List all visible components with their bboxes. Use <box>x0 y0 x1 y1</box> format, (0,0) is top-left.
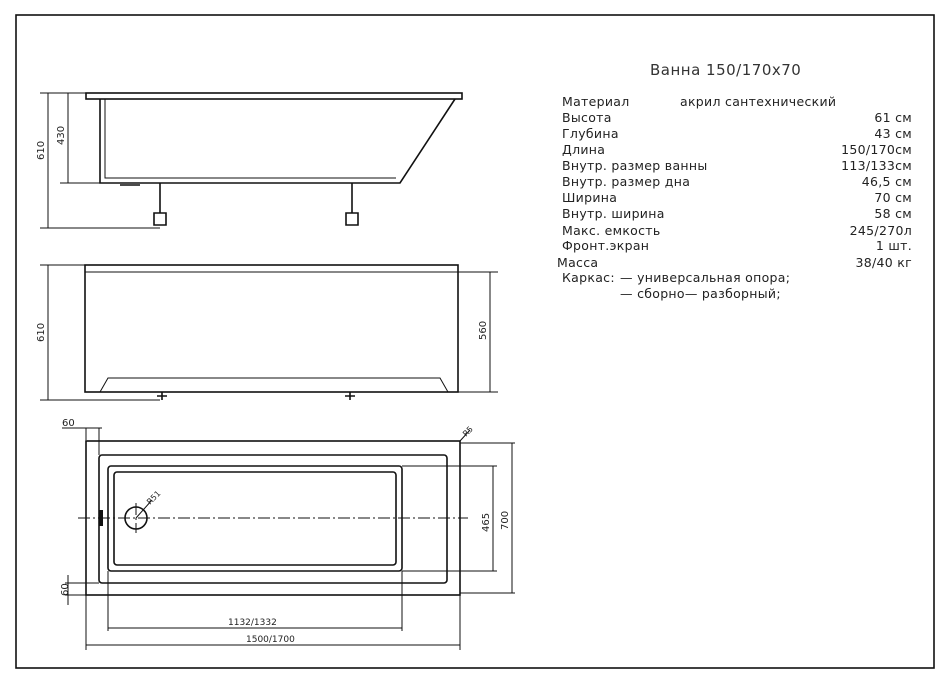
spec-row: Масса 38/40 кг <box>557 255 912 271</box>
spec-label: Ширина <box>562 190 618 205</box>
spec-label: Фронт.экран <box>562 238 650 253</box>
spec-label: Внутр. размер ванны <box>562 158 708 173</box>
spec-row: Длина 150/170см <box>562 142 912 158</box>
dim-front-560: 560 <box>478 321 489 340</box>
frame-row: — сборно— разборный; <box>562 286 912 302</box>
spec-value: 1 шт. <box>875 238 912 253</box>
dim-side-610: 610 <box>36 141 47 160</box>
dim-inner-width: 465 <box>481 513 492 532</box>
frame-row: Каркас: — универсальная опора; <box>562 270 912 286</box>
side-view: 610 430 <box>36 92 463 229</box>
dim-inner-length: 1132/1332 <box>228 618 277 628</box>
spec-label: Длина <box>562 142 606 157</box>
spec-row: Глубина 43 см <box>562 126 912 142</box>
dim-width: 700 <box>500 511 511 530</box>
leg-icon <box>153 183 359 226</box>
frame-label: Каркас: <box>562 270 615 285</box>
spec-value: 58 см <box>874 206 912 221</box>
frame-item: — универсальная опора; <box>620 270 791 285</box>
dim-front-610: 610 <box>36 323 47 342</box>
spec-label: Высота <box>562 110 612 125</box>
dim-rim-top: 60 <box>62 418 75 429</box>
spec-row: Фронт.экран 1 шт. <box>562 238 912 254</box>
spec-row: Макс. емкость 245/270л <box>562 223 912 239</box>
drawing-title: Ванна 150/170x70 <box>650 61 802 79</box>
leg-icon <box>157 392 355 400</box>
spec-row: Внутр. ширина 58 см <box>562 206 912 222</box>
spec-label: Внутр. ширина <box>562 206 665 221</box>
spec-row: Материал акрил сантехнический <box>562 94 912 110</box>
spec-value: 38/40 кг <box>855 255 912 270</box>
dim-length: 1500/1700 <box>246 635 295 645</box>
spec-row: Внутр. размер ванны 113/133см <box>562 158 912 174</box>
drawing-frame <box>15 14 935 669</box>
spec-label: Внутр. размер дна <box>562 174 691 189</box>
spec-value: акрил сантехнический <box>680 94 837 109</box>
spec-value: 61 см <box>874 110 912 125</box>
spec-label: Масса <box>557 255 599 270</box>
spec-value: 113/133см <box>841 158 912 173</box>
spec-label: Материал <box>562 94 630 109</box>
plan-view: R51 R5 60 60 465 700 1132/1332 1500/1700 <box>60 418 515 650</box>
frame-item: — сборно— разборный; <box>620 286 781 301</box>
spec-label: Глубина <box>562 126 619 141</box>
spec-value: 150/170см <box>841 142 912 157</box>
spec-row: Внутр. размер дна 46,5 см <box>562 174 912 190</box>
spec-value: 245/270л <box>849 223 912 238</box>
front-view: 610 560 <box>36 264 498 401</box>
spec-row: Высота 61 см <box>562 110 912 126</box>
spec-value: 70 см <box>874 190 912 205</box>
dim-rim-bottom: 60 <box>60 583 71 596</box>
spec-label: Макс. емкость <box>562 223 661 238</box>
spec-value: 43 см <box>874 126 912 141</box>
spec-row: Ширина 70 см <box>562 190 912 206</box>
spec-value: 46,5 см <box>861 174 912 189</box>
dim-side-430: 430 <box>56 126 67 145</box>
